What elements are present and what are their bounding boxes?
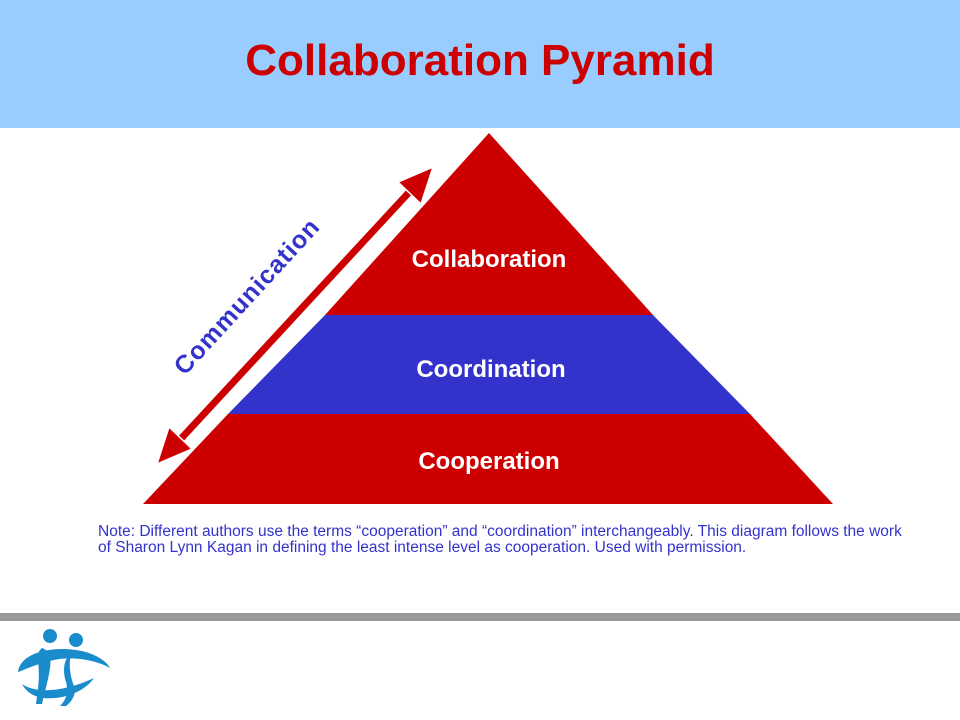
footer-divider — [0, 613, 960, 621]
pyramid-level-cooperation — [143, 414, 833, 504]
note-text: Note: Different authors use the terms “c… — [98, 523, 902, 556]
two-people-globe-logo-icon — [18, 629, 110, 706]
pyramid-level-coordination — [228, 315, 750, 414]
pyramid-label-collaboration: Collaboration — [412, 246, 567, 273]
slide-title: Collaboration Pyramid — [245, 36, 715, 85]
pyramid-label-coordination: Coordination — [416, 356, 565, 383]
header-band — [0, 0, 960, 128]
pyramid-level-collaboration — [325, 133, 653, 315]
double-arrow-icon — [155, 165, 435, 466]
pyramid-label-cooperation: Cooperation — [418, 448, 559, 475]
